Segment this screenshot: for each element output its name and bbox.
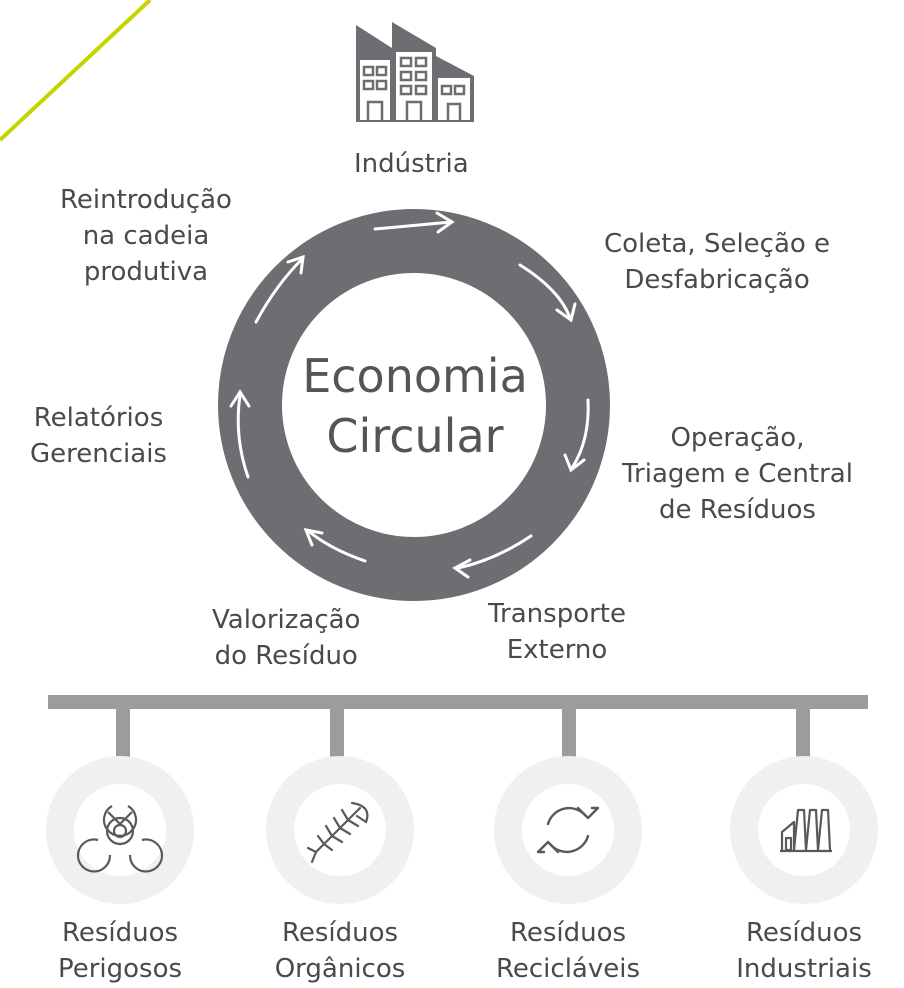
step-label-line: Triagem e Central — [622, 459, 853, 489]
category-bar — [48, 695, 868, 709]
ring-arrow-upper-right — [518, 263, 572, 320]
category-label-line: Industriais — [736, 954, 872, 984]
ring-flow-arrows — [229, 211, 590, 579]
category-label-organic: Resíduos Orgânicos — [240, 915, 440, 987]
center-title-line-2: Circular — [326, 409, 504, 463]
ring-arrow-upper-right-head — [555, 302, 577, 323]
industrial-plant-icon — [780, 808, 832, 853]
center-title-line-1: Economia — [302, 349, 528, 403]
step-label-line: produtiva — [83, 257, 209, 287]
category-stem-2 — [330, 709, 344, 761]
ring-arrow-lower-left — [305, 528, 367, 563]
center-title: Economia Circular — [300, 346, 530, 466]
ring-arrow-left — [236, 393, 250, 479]
step-label-line: de Resíduos — [659, 495, 816, 525]
category-label-hazardous: Resíduos Perigosos — [20, 915, 220, 987]
category-stem-4 — [796, 709, 810, 761]
ring-arrow-top — [373, 220, 453, 231]
category-circle-3 — [494, 756, 642, 904]
category-circle-1 — [46, 756, 194, 904]
ring-arrow-top-head — [435, 211, 455, 234]
fish-bone-icon — [306, 801, 369, 864]
category-label-line: Perigosos — [57, 954, 183, 984]
category-label-line: Resíduos — [745, 918, 863, 948]
biohazard-icon — [76, 805, 164, 873]
step-label-line: Operação, — [670, 423, 805, 453]
top-label-industria: Indústria — [354, 149, 469, 179]
ring-arrow-lower-right — [456, 534, 533, 570]
step-label-line: Transporte — [488, 599, 626, 629]
category-stem-3 — [562, 709, 576, 761]
category-label-recyclable: Resíduos Recicláveis — [468, 915, 668, 987]
step-label-line: Externo — [506, 635, 608, 665]
category-label-line: Resíduos — [509, 918, 627, 948]
category-label-line: Resíduos — [61, 918, 179, 948]
step-label-line: Relatórios — [33, 403, 164, 433]
step-label-line: Desfabricação — [624, 265, 810, 295]
step-label-line: Valorização — [212, 605, 361, 635]
ring-arrow-left-head — [229, 389, 251, 408]
ring-arrow-lower-left-head — [303, 528, 324, 547]
category-label-line: Resíduos — [281, 918, 399, 948]
category-stem-1 — [116, 709, 130, 761]
step-label-transport: Transporte Externo — [488, 596, 626, 668]
step-label-operation: Operação, Triagem e Central de Resíduos — [622, 420, 853, 528]
step-label-line: do Resíduo — [214, 641, 358, 671]
ring-arrow-lower-right-head — [452, 558, 472, 579]
step-label-line: Gerenciais — [30, 439, 167, 469]
step-label-reintroduction: Reintrodução na cadeia produtiva — [60, 182, 232, 290]
recycle-arrows-icon — [536, 806, 600, 854]
category-circle-2 — [266, 756, 414, 904]
step-label-line: na cadeia — [82, 221, 210, 251]
category-label-line: Orgânicos — [274, 954, 406, 984]
category-label-industrial: Resíduos Industriais — [704, 915, 904, 987]
step-label-reports: Relatórios Gerenciais — [30, 400, 167, 472]
ring-arrow-upper-left-head — [286, 254, 305, 275]
category-label-line: Recicláveis — [495, 954, 640, 984]
step-label-line: Reintrodução — [60, 185, 232, 215]
step-label-collection: Coleta, Seleção e Desfabricação — [604, 226, 830, 298]
ring-arrow-upper-left — [254, 256, 305, 324]
factory-building-icon — [356, 22, 474, 122]
ring-arrow-right-head — [563, 453, 586, 473]
step-label-line: Coleta, Seleção e — [604, 229, 831, 259]
ring-arrow-right — [570, 398, 590, 470]
step-label-valorization: Valorização do Resíduo — [212, 602, 360, 674]
accent-diagonal-line — [0, 0, 152, 142]
